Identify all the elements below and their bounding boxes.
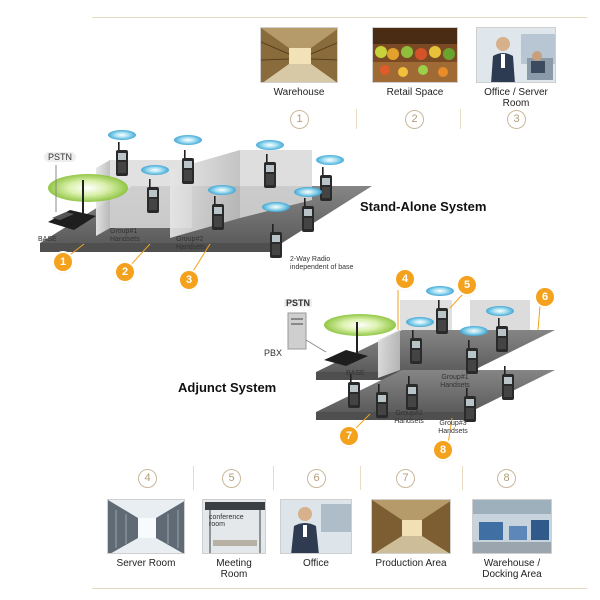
thumb-office-server-room: Office / Server Room bbox=[476, 27, 556, 109]
adjunct-group2-label: Group#2 Handsets bbox=[394, 410, 424, 425]
location-number: 5 bbox=[222, 469, 241, 488]
pbx-label: PBX bbox=[264, 348, 283, 358]
adjunct-base-label: BASE bbox=[346, 370, 365, 377]
location-label: Warehouse bbox=[273, 87, 325, 98]
thumb-warehouse: Warehouse bbox=[260, 27, 338, 98]
thumb-production-area: Production Area bbox=[371, 499, 451, 569]
marker-1: 1 bbox=[54, 253, 72, 271]
conference-sign: conference room bbox=[209, 514, 244, 528]
location-label: Office bbox=[303, 558, 329, 569]
marker-4: 4 bbox=[396, 270, 414, 288]
marker-5: 5 bbox=[458, 276, 476, 294]
location-number: 7 bbox=[396, 469, 415, 488]
adjunct-group3-label: Group#3 Handsets bbox=[438, 420, 468, 435]
location-number: 3 bbox=[507, 110, 526, 129]
divider bbox=[356, 109, 357, 129]
location-number: 1 bbox=[290, 110, 309, 129]
divider bbox=[193, 466, 194, 490]
location-label: Warehouse / Docking Area bbox=[482, 558, 542, 580]
base-label: BASE bbox=[38, 236, 57, 243]
divider bbox=[360, 466, 361, 490]
marker-7: 7 bbox=[340, 427, 358, 445]
location-number: 4 bbox=[138, 469, 157, 488]
office-photo bbox=[476, 27, 556, 83]
meeting-room-photo: conference room bbox=[202, 499, 266, 554]
server-room-photo bbox=[107, 499, 185, 554]
thumb-retail-space: Retail Space bbox=[372, 27, 458, 98]
thumb-office: Office bbox=[280, 499, 352, 569]
divider bbox=[462, 466, 463, 490]
top-rule bbox=[92, 17, 587, 18]
location-number: 6 bbox=[307, 469, 326, 488]
adjunct-group1-label: Group#1 Handsets bbox=[440, 374, 470, 389]
marker-8: 8 bbox=[434, 441, 452, 459]
marker-2: 2 bbox=[116, 263, 134, 281]
thumb-warehouse-docking-area: Warehouse / Docking Area bbox=[472, 499, 552, 580]
adjunct-title: Adjunct System bbox=[178, 380, 277, 395]
location-number: 8 bbox=[497, 469, 516, 488]
office-photo bbox=[280, 499, 352, 554]
two-way-radio-label: 2-Way Radio independent of base bbox=[290, 256, 354, 271]
warehouse-photo bbox=[260, 27, 338, 83]
pstn-label: PSTN bbox=[44, 152, 77, 162]
standalone-title: Stand-Alone System bbox=[360, 199, 487, 214]
retail-photo bbox=[372, 27, 458, 83]
divider bbox=[460, 109, 461, 129]
location-label: Meeting Room bbox=[216, 558, 252, 580]
adjunct-pstn-label: PSTN bbox=[284, 298, 313, 308]
location-label: Office / Server Room bbox=[484, 87, 548, 109]
location-number: 2 bbox=[405, 110, 424, 129]
location-label: Retail Space bbox=[386, 87, 444, 98]
bottom-rule bbox=[92, 588, 587, 589]
group2-label: Group#2 Handsets bbox=[176, 236, 206, 251]
location-label: Production Area bbox=[375, 558, 447, 569]
production-area-photo bbox=[371, 499, 451, 554]
thumb-meeting-room: conference room Meeting Room bbox=[202, 499, 266, 580]
thumb-server-room: Server Room bbox=[107, 499, 185, 569]
warehouse-docking-photo bbox=[472, 499, 552, 554]
marker-6: 6 bbox=[536, 288, 554, 306]
marker-3: 3 bbox=[180, 271, 198, 289]
location-label: Server Room bbox=[116, 558, 176, 569]
divider bbox=[273, 466, 274, 490]
group1-label: Group#1 Handsets bbox=[110, 228, 140, 243]
